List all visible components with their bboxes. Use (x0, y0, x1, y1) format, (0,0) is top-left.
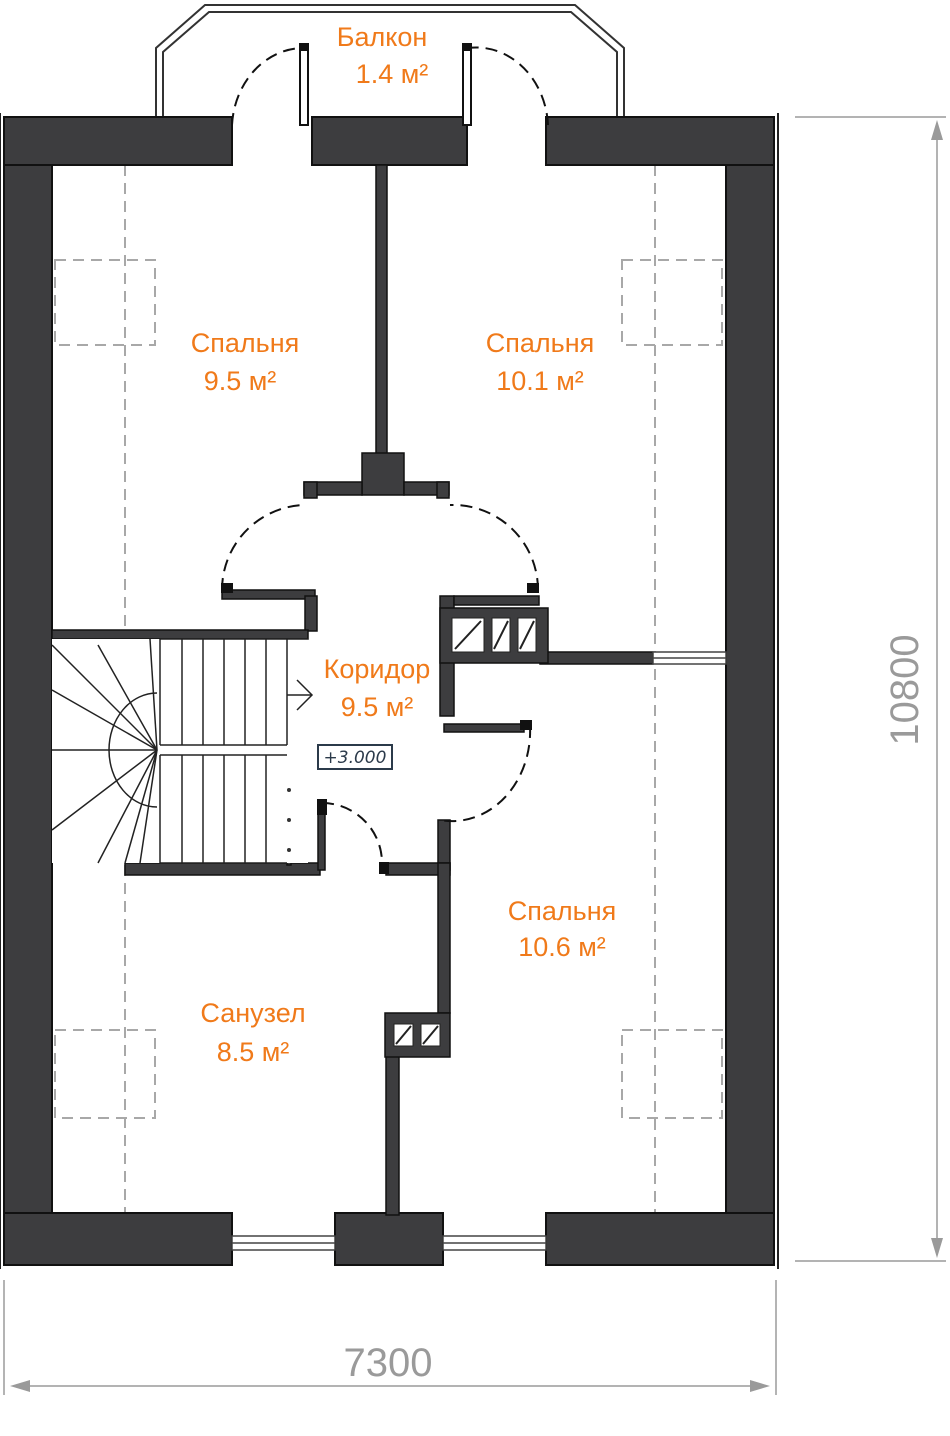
dimension-width (3, 1280, 777, 1395)
vent-shaft-large (439, 607, 549, 664)
door-swings (221, 46, 549, 864)
room-name: Спальня (508, 896, 617, 926)
room-area: 1.4 м² (356, 59, 429, 89)
vent-shaft-small (384, 1012, 451, 1058)
staircase (51, 638, 314, 864)
room-area: 10.6 м² (518, 932, 606, 962)
door-leaves (221, 43, 539, 874)
room-area: 9.5 м² (204, 366, 277, 396)
room-label-corridor: Коридор 9.5 м² (324, 654, 431, 722)
wall-outline (0, 113, 779, 1269)
room-name: Коридор (324, 654, 431, 684)
room-label-bedroom-2: Спальня 10.1 м² (486, 328, 595, 396)
dashed-structure-lines (54, 165, 723, 1215)
stair-rail-dots (287, 788, 291, 852)
room-area: 10.1 м² (496, 366, 584, 396)
dimension-height-label: 10800 (883, 634, 927, 745)
room-label-bedroom-3: Спальня 10.6 м² (508, 896, 617, 962)
room-label-balcony: Балкон 1.4 м² (337, 22, 429, 89)
room-name: Балкон (337, 22, 428, 52)
room-label-bedroom-1: Спальня 9.5 м² (191, 328, 300, 396)
room-area: 8.5 м² (217, 1037, 290, 1067)
dimension-width-label: 7300 (344, 1341, 433, 1385)
side-window (652, 651, 727, 665)
room-name: Санузел (200, 998, 305, 1028)
balcony-railing (155, 4, 625, 117)
bottom-windows (231, 1235, 547, 1251)
room-label-bathroom: Санузел 8.5 м² (200, 998, 305, 1067)
level-mark: +3.000 (317, 744, 393, 770)
level-mark-text: +3.000 (324, 748, 387, 768)
room-name: Спальня (191, 328, 300, 358)
room-name: Спальня (486, 328, 595, 358)
room-area: 9.5 м² (341, 692, 414, 722)
dimension-height (795, 116, 946, 1262)
exterior-walls (3, 116, 775, 1266)
